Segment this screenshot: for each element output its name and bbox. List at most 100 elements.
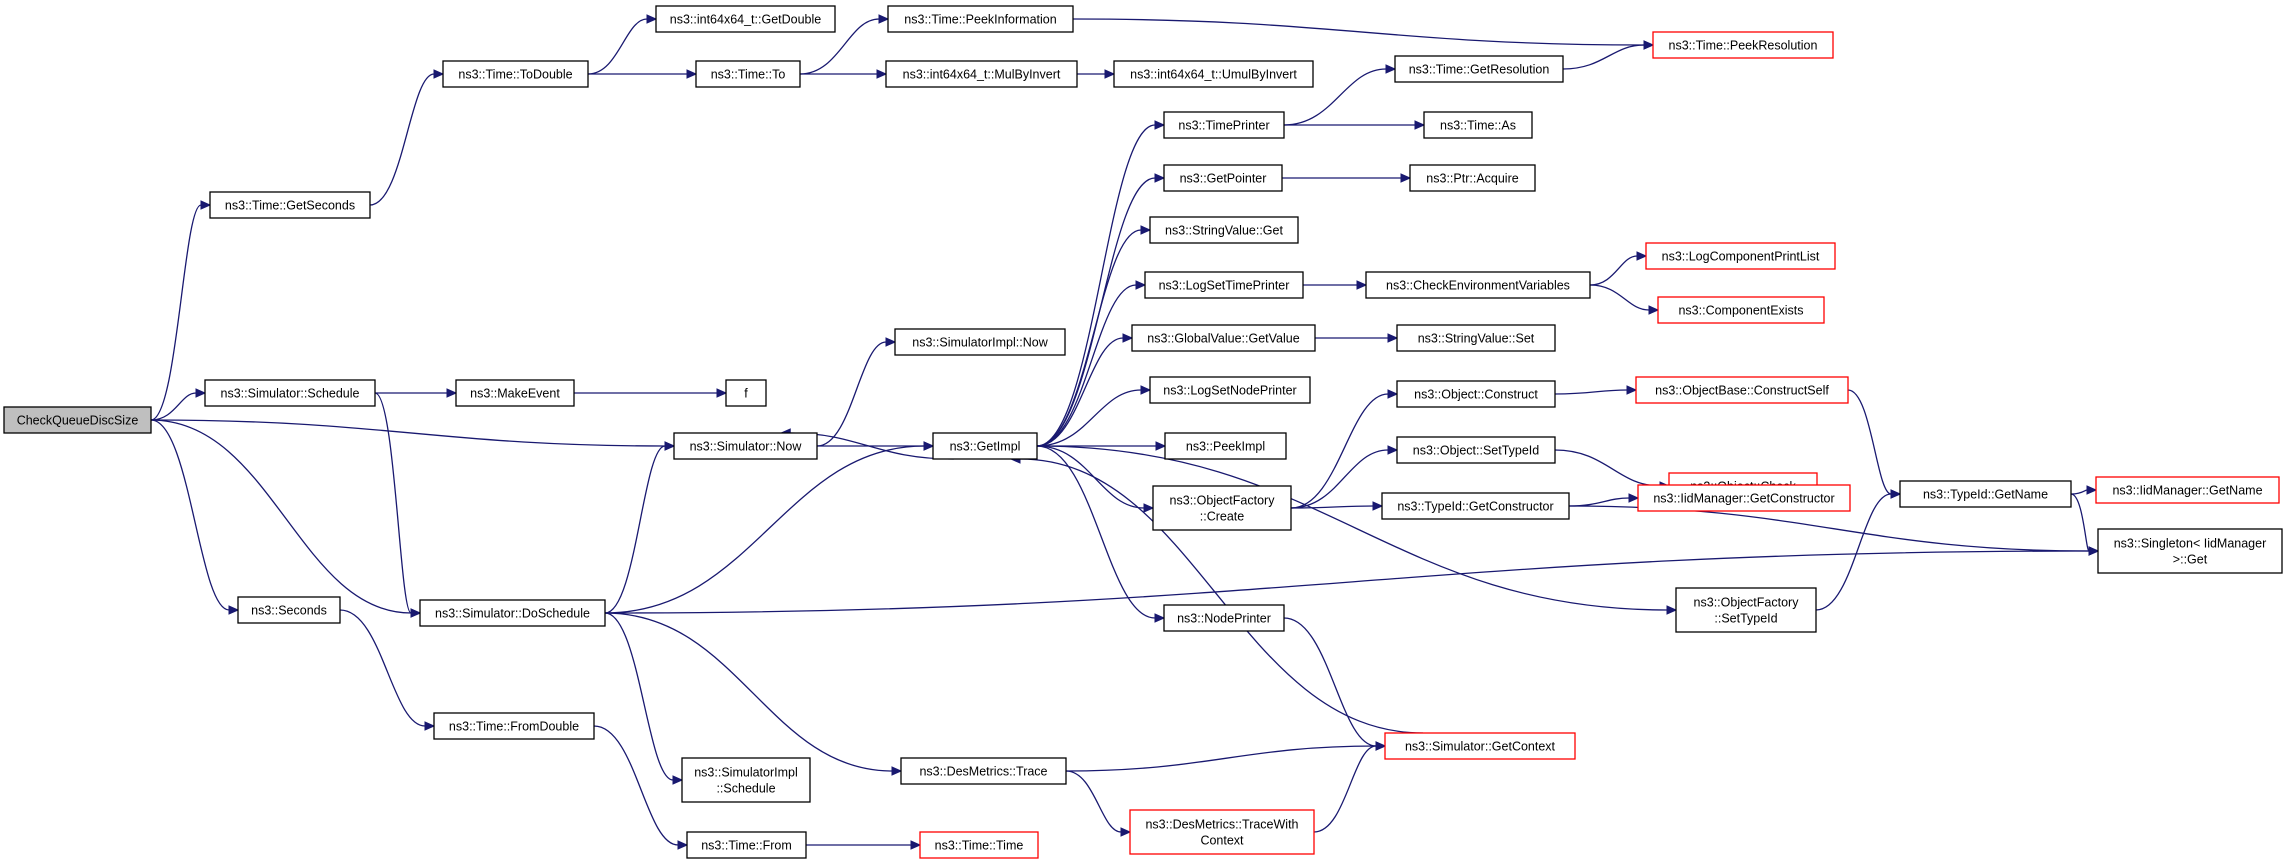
graph-node-n26[interactable]: ns3::StringValue::Set <box>1396 324 1556 352</box>
graph-edge-n30-n31 <box>1554 385 1638 395</box>
edge-arrowhead <box>1387 333 1399 343</box>
graph-node-n7[interactable]: ns3::int64x64_t::MulByInvert <box>885 60 1078 88</box>
node-box <box>1675 587 1817 633</box>
edge-arrowhead <box>1387 389 1399 399</box>
graph-node-n36[interactable]: ns3::TypeId::GetName <box>1899 480 2072 508</box>
edge-line <box>1065 770 1122 833</box>
edge-line <box>1036 445 1156 619</box>
graph-node-n27[interactable]: ns3::LogSetNodePrinter <box>1149 376 1311 404</box>
graph-node-n30[interactable]: ns3::Object::Construct <box>1396 380 1556 408</box>
node-box <box>686 831 807 859</box>
graph-node-n42[interactable]: ns3::ObjectFactory::SetTypeId <box>1675 587 1817 633</box>
graph-node-n18[interactable]: ns3::GetPointer <box>1163 164 1283 192</box>
graph-node-n48[interactable]: ns3::Time::From <box>686 831 807 859</box>
edge-line <box>1072 18 1645 46</box>
node-label: ns3::SimulatorImpl <box>694 766 798 780</box>
graph-node-n21[interactable]: ns3::LogSetTimePrinter <box>1144 271 1304 299</box>
edge-line <box>1589 284 1650 311</box>
node-box <box>1144 271 1304 299</box>
graph-node-n41[interactable]: ns3::NodePrinter <box>1163 604 1285 632</box>
graph-node-n8[interactable]: ns3::int64x64_t::UmulByInvert <box>1113 60 1314 88</box>
node-box <box>655 5 836 33</box>
graph-node-n1[interactable]: ns3::Time::GetSeconds <box>209 191 371 219</box>
graph-node-n19[interactable]: ns3::Ptr::Acquire <box>1409 164 1536 192</box>
graph-edge-n14-n15 <box>1036 120 1166 447</box>
graph-node-n49[interactable]: ns3::Time::Time <box>919 831 1039 859</box>
graph-node-n17[interactable]: ns3::Time::As <box>1423 111 1533 139</box>
graph-node-n9[interactable]: ns3::Simulator::Schedule <box>204 379 376 407</box>
graph-edge-n0-n40 <box>150 419 422 618</box>
graph-edge-n9-n40 <box>374 392 422 618</box>
graph-node-n13[interactable]: ns3::SimulatorImpl::Now <box>894 328 1066 356</box>
node-label: ns3::DesMetrics::Trace <box>919 765 1047 779</box>
graph-node-n37[interactable]: ns3::IidManager::GetName <box>2095 476 2280 504</box>
graph-node-n3[interactable]: ns3::int64x64_t::GetDouble <box>655 5 836 33</box>
graph-edge-n40-n44 <box>604 612 684 785</box>
graph-edge-n22-n23 <box>1589 251 1648 286</box>
node-box <box>885 60 1078 88</box>
graph-node-n16[interactable]: ns3::Time::GetResolution <box>1394 55 1564 83</box>
graph-node-n34[interactable]: ns3::TypeId::GetConstructor <box>1381 492 1570 520</box>
node-label: ns3::Ptr::Acquire <box>1426 172 1518 186</box>
edge-arrowhead <box>1890 489 1902 499</box>
graph-node-n0[interactable]: CheckQueueDiscSize <box>3 406 152 434</box>
node-label: ns3::GetImpl <box>950 440 1021 454</box>
node-box <box>2097 528 2283 574</box>
graph-node-n45[interactable]: ns3::DesMetrics::Trace <box>900 757 1067 785</box>
graph-edge-n0-n1 <box>150 200 212 421</box>
node-box <box>919 831 1039 859</box>
graph-node-n28[interactable]: ns3::PeekImpl <box>1164 432 1287 460</box>
graph-node-n6[interactable]: ns3::Time::PeekResolution <box>1652 31 1834 59</box>
node-box <box>695 60 801 88</box>
node-box <box>237 596 341 624</box>
node-label: ns3::IidManager::GetConstructor <box>1653 492 1834 506</box>
node-box <box>419 599 606 627</box>
graph-node-n40[interactable]: ns3::Simulator::DoSchedule <box>419 599 606 627</box>
node-box <box>1394 55 1564 83</box>
edge-line <box>604 612 674 781</box>
node-label: ns3::TimePrinter <box>1178 119 1269 133</box>
graph-node-n4[interactable]: ns3::Time::To <box>695 60 801 88</box>
graph-node-n44[interactable]: ns3::SimulatorImpl::Schedule <box>681 757 811 803</box>
graph-node-n31[interactable]: ns3::ObjectBase::ConstructSelf <box>1635 376 1849 404</box>
graph-node-n32[interactable]: ns3::Object::SetTypeId <box>1396 436 1556 464</box>
edge-line <box>1019 458 1424 734</box>
graph-node-n43[interactable]: ns3::Time::FromDouble <box>433 712 595 740</box>
node-box <box>433 712 595 740</box>
graph-node-n10[interactable]: ns3::MakeEvent <box>455 379 575 407</box>
node-label: >::Get <box>2173 553 2208 567</box>
node-label: ns3::Object::Construct <box>1414 388 1538 402</box>
graph-node-n5[interactable]: ns3::Time::PeekInformation <box>887 5 1074 33</box>
graph-node-n23[interactable]: ns3::LogComponentPrintList <box>1645 242 1836 270</box>
graph-node-n25[interactable]: ns3::GlobalValue::GetValue <box>1131 324 1316 352</box>
graph-node-n46[interactable]: ns3::Simulator::GetContext <box>1384 732 1576 760</box>
node-label: ns3::Simulator::Now <box>690 440 803 454</box>
node-box <box>932 432 1038 460</box>
edge-line <box>1036 389 1142 447</box>
edge-arrowhead <box>1628 493 1640 503</box>
graph-edge-n29-n32 <box>1290 445 1399 509</box>
edge-arrowhead <box>1414 120 1426 130</box>
graph-node-n35[interactable]: ns3::IidManager::GetConstructor <box>1637 484 1851 512</box>
graph-node-n11[interactable]: f <box>725 379 767 407</box>
graph-node-n39[interactable]: ns3::Seconds <box>237 596 341 624</box>
graph-node-n15[interactable]: ns3::TimePrinter <box>1163 111 1285 139</box>
graph-edge-n14-n21 <box>1036 280 1147 447</box>
graph-node-n29[interactable]: ns3::ObjectFactory::Create <box>1152 485 1292 531</box>
graph-edge-n7-n8 <box>1077 69 1116 79</box>
graph-node-n20[interactable]: ns3::StringValue::Get <box>1149 216 1299 244</box>
edge-line <box>1313 745 1377 833</box>
edge-line <box>1036 124 1156 447</box>
graph-node-n14[interactable]: ns3::GetImpl <box>932 432 1038 460</box>
graph-node-n24[interactable]: ns3::ComponentExists <box>1657 296 1825 324</box>
node-box <box>442 60 589 88</box>
graph-node-n22[interactable]: ns3::CheckEnvironmentVariables <box>1365 271 1591 299</box>
graph-node-n12[interactable]: ns3::Simulator::Now <box>673 432 818 460</box>
edge-line <box>2070 489 2088 495</box>
graph-edge-n4-n7 <box>800 69 888 79</box>
graph-edge-n15-n16 <box>1283 64 1397 126</box>
graph-node-n2[interactable]: ns3::Time::ToDouble <box>442 60 589 88</box>
edge-arrowhead <box>446 388 458 398</box>
graph-node-n38[interactable]: ns3::Singleton< IidManager>::Get <box>2097 528 2283 574</box>
